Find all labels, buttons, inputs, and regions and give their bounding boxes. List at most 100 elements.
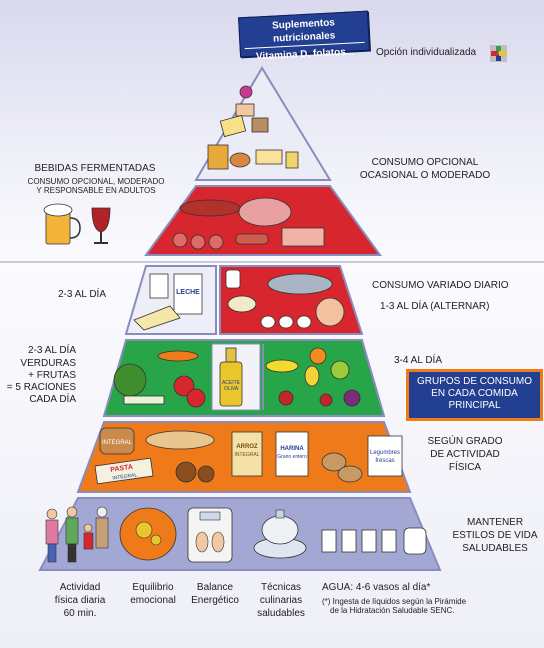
water-footnote-line2: de la Hidratación Saludable SENC. (330, 606, 455, 615)
cheese-icon (133, 305, 181, 331)
cherries-icon (278, 390, 294, 406)
flour-tag: HARINA (280, 446, 304, 452)
lifestyle-illustration (45, 506, 427, 563)
fruits-illustration (265, 347, 361, 407)
rice-tag: ARROZ (236, 444, 258, 450)
veg-frequency: 2-3 AL DÍA (28, 345, 76, 356)
wine-glass-icon (91, 207, 111, 244)
emotional-balance-icon (119, 507, 177, 561)
chestnut-icon (197, 465, 215, 483)
dairy-frequency: 2-3 AL DÍA (58, 289, 106, 300)
salami-icon (208, 234, 224, 250)
lifestyle-label-line2: ESTILOS DE VIDA (452, 530, 538, 541)
oil-bottle-icon (219, 361, 243, 407)
tomato-icon (173, 375, 195, 397)
medical-cross-icon (490, 45, 507, 62)
cooking-label-line2: culinarias (259, 595, 303, 606)
cookies-icon (219, 114, 247, 138)
activity-label-line3: 60 min. (63, 608, 97, 619)
each-day-label: CADA DÍA (29, 394, 76, 405)
flour-bag-icon (275, 431, 309, 477)
pasta-sub-tag: INTEGRAL (112, 472, 138, 481)
rice-sub-tag: INTEGRAL (234, 452, 259, 458)
orange-icon (309, 347, 327, 365)
potato-icon (337, 465, 363, 483)
leek-icon (123, 395, 165, 405)
dairy-illustration: LECHE (133, 273, 203, 331)
beans-icon (227, 295, 257, 313)
egg-icon (296, 315, 312, 329)
family-walking-icon (45, 506, 109, 563)
emotional-label-line1: Equilibrio (132, 582, 174, 593)
activity-label-line1: Actividad (59, 582, 101, 593)
meal-groups-box: GRUPOS DE CONSUMO EN CADA COMIDA PRINCIP… (406, 369, 543, 421)
legumes-sub-tag: frescas (375, 458, 394, 464)
fruit-plus-label: + FRUTAS (28, 370, 76, 381)
broccoli-icon (113, 363, 147, 397)
energy-label-line2: Energético (191, 595, 239, 606)
rice-box-icon (231, 431, 263, 477)
grapes-icon (343, 389, 361, 407)
water-glasses-icon (321, 527, 427, 555)
bread-loaf-icon (99, 427, 135, 455)
candy-icon (239, 85, 253, 99)
grains-label-line3: FÍSICA (448, 462, 482, 473)
water-footnote-line1: (*) Ingesta de líquidos según la Pirámid… (322, 597, 467, 606)
cooking-label-line1: Técnicas (260, 582, 301, 593)
banner-line1: Suplementos nutricionales (243, 14, 365, 50)
oil-cap-icon (225, 347, 237, 363)
grains-label-line1: SEGÚN GRADO (427, 436, 503, 447)
cooking-label-line3: saludables (257, 608, 305, 619)
fermented-drinks-sub1: CONSUMO OPCIONAL, MODERADO (27, 177, 165, 186)
baguette-icon (145, 430, 215, 450)
egg-icon (260, 315, 276, 329)
grains-label-line2: DE ACTIVIDAD (430, 449, 500, 460)
pastry-icon (285, 151, 299, 169)
egg-icon (278, 315, 294, 329)
sausage-icon (179, 199, 241, 217)
grains-illustration: INTEGRAL PASTA INTEGRAL ARROZ INTEGRAL H… (94, 427, 403, 485)
fermented-drinks-title: BEBIDAS FERMENTADAS (34, 163, 156, 174)
pasta-box-icon (94, 457, 154, 485)
lifestyle-label-line3: SALUDABLES (462, 543, 528, 554)
veg-label: VERDURAS (20, 358, 76, 369)
fruit-frequency: 3-4 AL DÍA (394, 355, 442, 366)
potato-icon (321, 452, 347, 472)
pear-icon (304, 365, 320, 387)
energy-label-line1: Balance (196, 582, 234, 593)
water-label: AGUA: 4-6 vasos al día* (322, 582, 431, 593)
chorizo-icon (235, 233, 269, 245)
five-portions-label: = 5 RACIONES (6, 382, 76, 393)
banana-icon (265, 359, 299, 373)
sweets-illustration (207, 85, 299, 170)
ham-icon (238, 197, 292, 227)
legumes-tag: Legumbres (370, 450, 400, 456)
salami-icon (190, 234, 206, 250)
tomato-icon (186, 388, 206, 408)
pasta-tag: PASTA (110, 464, 133, 474)
meats-illustration (172, 197, 325, 250)
croissant-icon (229, 152, 251, 168)
flour-sub-tag: Grano entero (277, 454, 307, 460)
individual-option-label: Opción individualizada (376, 47, 477, 58)
milk-tag: LECHE (176, 289, 200, 296)
beer-glass-icon (43, 203, 81, 245)
varied-consumption-line1: CONSUMO VARIADO DIARIO (372, 280, 509, 291)
snack-bag-icon (207, 144, 229, 170)
supplements-banner: Suplementos nutricionales Vitamina D, fo… (238, 10, 370, 63)
legumes-box-icon (367, 435, 403, 477)
optional-consumption-line1: CONSUMO OPCIONAL (371, 157, 479, 168)
butter-icon (255, 149, 283, 165)
optional-consumption-line2: OCASIONAL O MODERADO (359, 170, 491, 181)
lifestyle-label-line1: MANTENER (466, 517, 524, 528)
fermented-drinks-sub2: Y RESPONSABLE EN ADULTOS (36, 186, 156, 195)
yogurt-icon (149, 273, 169, 299)
scale-icon (187, 507, 233, 563)
activity-label-line2: física diaria (54, 595, 106, 606)
cake-icon (235, 103, 255, 117)
milk-carton-icon (173, 273, 203, 315)
apple-icon (330, 360, 350, 380)
